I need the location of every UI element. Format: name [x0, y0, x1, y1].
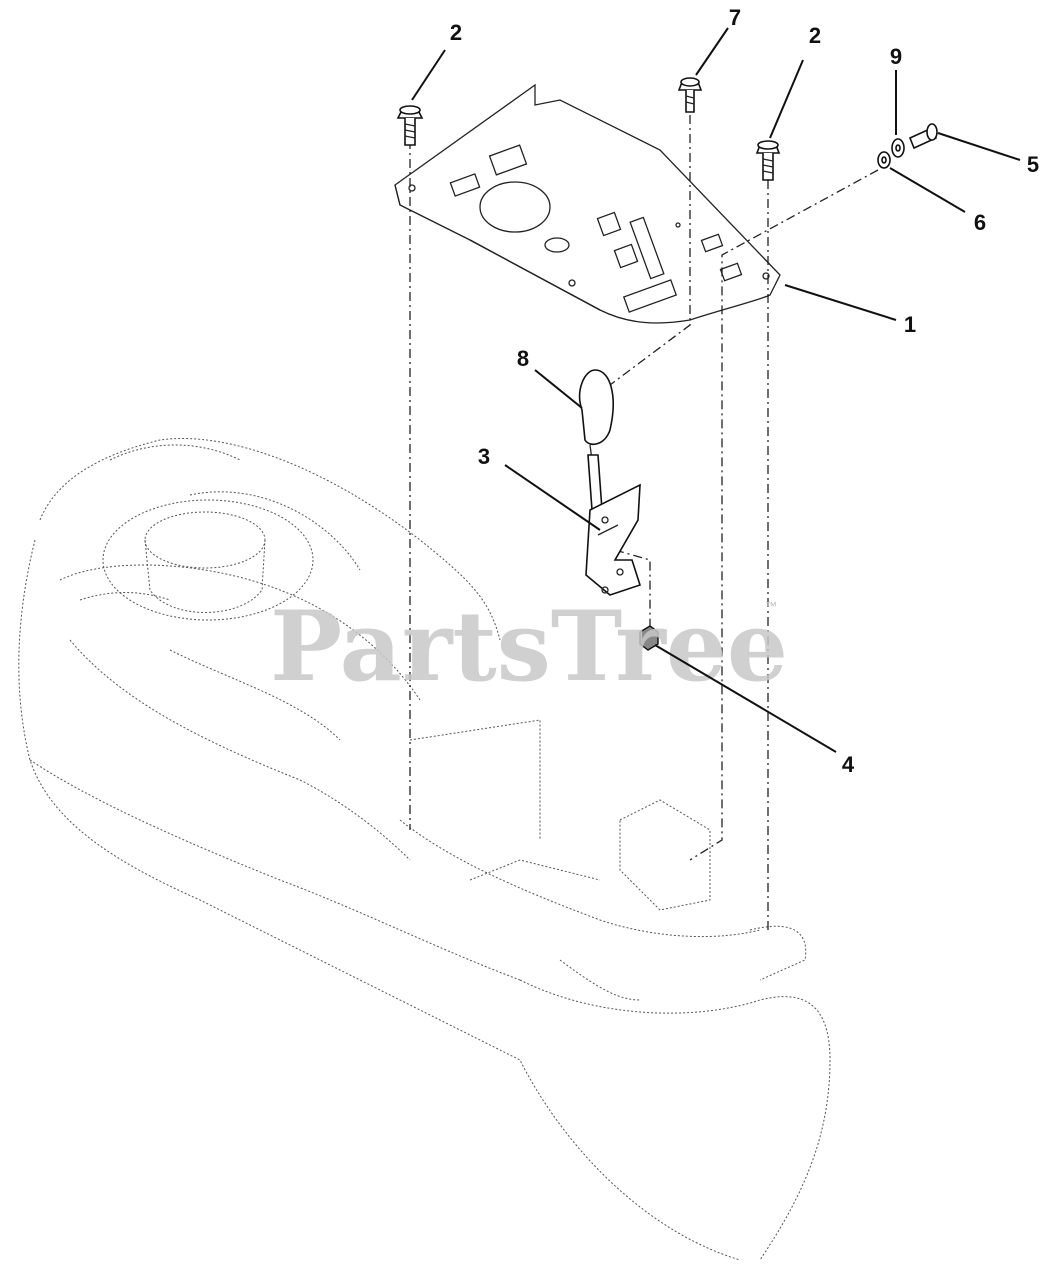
- bolt-part-2-right: [755, 140, 781, 181]
- callout-2-right: 2: [809, 23, 821, 48]
- callout-1: 1: [904, 312, 916, 337]
- callout-9: 9: [890, 44, 902, 69]
- console-body: [18, 437, 831, 1261]
- washer-part-9: [891, 138, 905, 158]
- callout-7: 7: [729, 5, 741, 30]
- callout-4: 4: [842, 752, 855, 777]
- callout-3: 3: [478, 444, 490, 469]
- bolt-part-5: [908, 123, 938, 150]
- svg-text:™: ™: [765, 599, 777, 613]
- callout-6: 6: [974, 210, 986, 235]
- svg-text:PartsTree: PartsTree: [270, 590, 788, 703]
- screw-part-7: [677, 77, 703, 113]
- leader-lines: [411, 27, 1021, 753]
- callout-2-left: 2: [450, 20, 462, 45]
- bolt-part-2-left: [396, 105, 424, 146]
- lever-part-3: [585, 454, 642, 596]
- washer-part-6: [877, 151, 891, 169]
- callout-labels: 2 7 2 9 5 6 1 8 3 4: [450, 5, 1039, 777]
- nut-part-4: [639, 625, 659, 651]
- watermark: PartsTree ™: [270, 590, 788, 703]
- callout-5: 5: [1027, 152, 1039, 177]
- knob-part-8: [578, 369, 614, 461]
- callout-8: 8: [517, 346, 529, 371]
- control-panel-plate: [394, 83, 781, 324]
- assembly-lines: [409, 115, 879, 930]
